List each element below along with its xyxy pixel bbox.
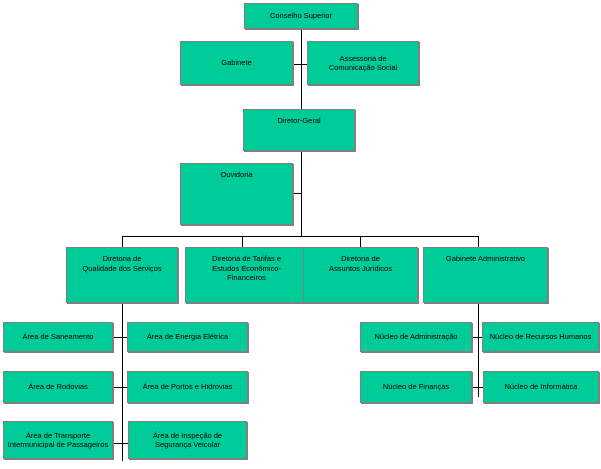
connector-left-trunk (122, 303, 123, 461)
connector-drop-gab-admin (478, 236, 479, 247)
org-node-assessoria-comunicacao[interactable]: Assessoria de Comunicação Social (307, 41, 419, 85)
connector-left-row1 (113, 337, 128, 338)
org-node-area-portos[interactable]: Área de Portos e Hidrovias (127, 371, 248, 403)
org-node-area-transporte[interactable]: Área de Transporte Intermunicipal de Pas… (3, 421, 113, 459)
org-node-diretoria-qualidade[interactable]: Diretoria de Qualidade dos Serviços (66, 247, 178, 303)
connector-left-row2 (113, 387, 128, 388)
connector-conselho-to-diretor (301, 29, 302, 109)
org-node-area-inspecao[interactable]: Área de Inspeção de Segurança Veicular (128, 421, 247, 459)
connector-gabinete-assessoria (293, 64, 307, 65)
connector-drop-tarifas (242, 236, 243, 247)
org-node-area-rodovias[interactable]: Área de Rodovias (3, 371, 113, 403)
connector-left-row3 (113, 443, 129, 444)
connector-drop-qualidade (122, 236, 123, 247)
org-node-area-energia[interactable]: Área de Energia Elétrica (127, 322, 248, 352)
org-node-conselho-superior[interactable]: Conselho Superior (244, 3, 358, 29)
org-node-diretoria-tarifas[interactable]: Diretoria de Tarifas e Estudos Econômico… (185, 247, 308, 303)
org-node-nucleo-administracao[interactable]: Núcleo de Administração (360, 322, 472, 352)
connector-right-row1 (472, 337, 483, 338)
org-node-diretoria-juridicos[interactable]: Diretoria de Assuntos Jurídicos (303, 247, 418, 303)
connector-right-row2 (472, 387, 484, 388)
connector-ouvidoria (293, 193, 301, 194)
org-node-gabinete-administrativo[interactable]: Gabinete Administrativo (423, 247, 548, 303)
connector-right-trunk (478, 303, 479, 397)
org-node-nucleo-informatica[interactable]: Núcleo de Informática (483, 371, 599, 403)
org-node-ouvidoria[interactable]: Ouvidoria (180, 163, 293, 225)
org-node-diretor-geral[interactable]: Diretor-Geral (243, 109, 355, 151)
org-node-area-saneamento[interactable]: Área de Saneamento (3, 322, 113, 352)
org-node-gabinete[interactable]: Gabinete (180, 41, 293, 85)
connector-diretor-trunk (301, 151, 302, 236)
org-node-nucleo-financas[interactable]: Núcleo de Finanças (360, 371, 472, 403)
org-node-nucleo-rh[interactable]: Núcleo de Recursos Humanos (482, 322, 599, 352)
connector-directorates-bus (122, 236, 479, 237)
connector-drop-juridicos (360, 236, 361, 247)
